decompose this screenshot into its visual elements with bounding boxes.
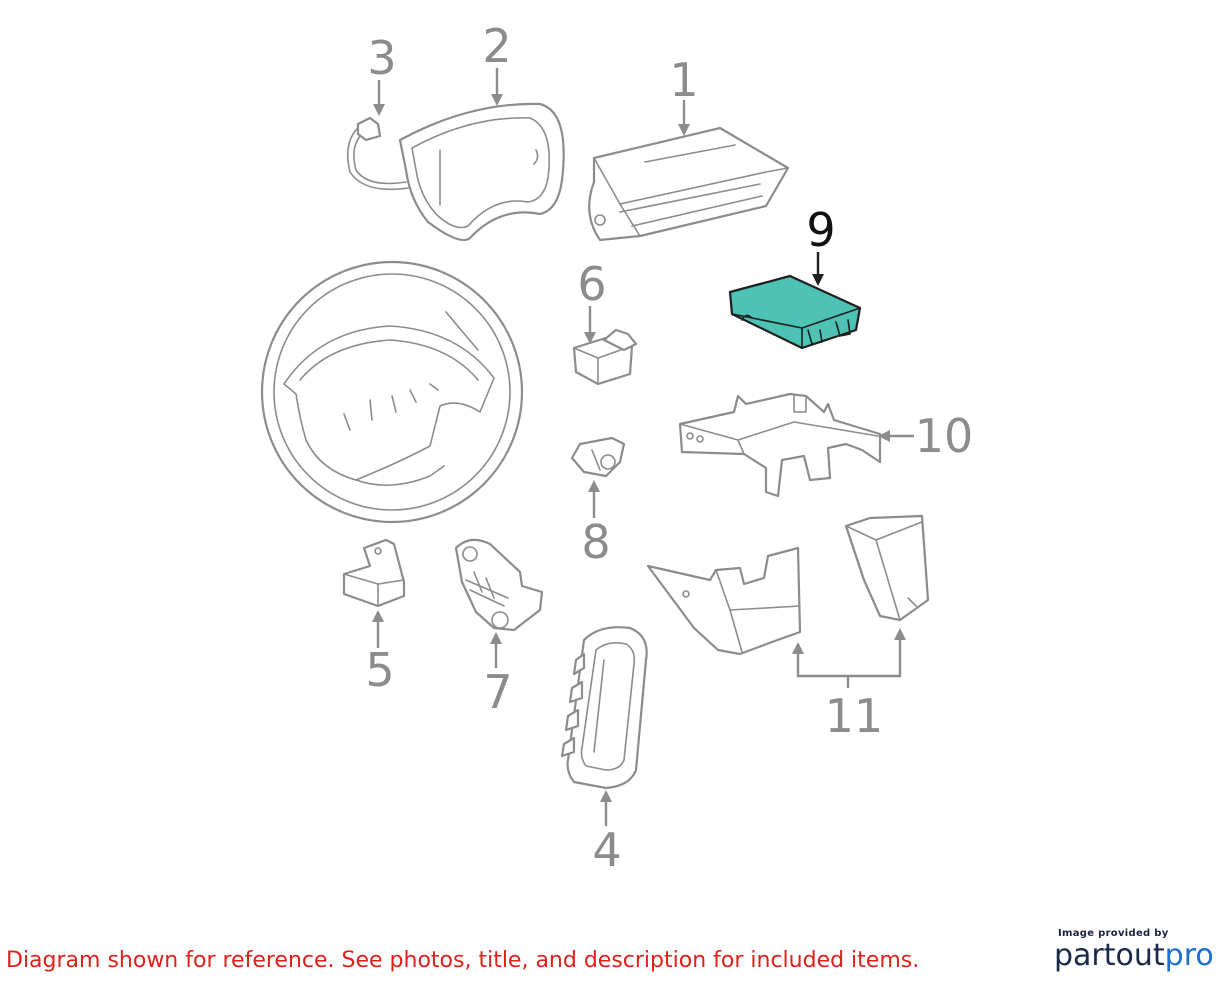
part-5-sensor — [342, 538, 406, 608]
callout-1: 1 — [669, 53, 698, 107]
brand-name-part2: pro — [1164, 938, 1214, 973]
callout-leaders — [372, 68, 914, 826]
callout-6: 6 — [577, 257, 606, 311]
callout-numbers: 1 2 3 9 6 8 10 5 7 4 11 — [365, 19, 973, 877]
part-6-sensor — [572, 328, 638, 386]
callout-7: 7 — [483, 665, 512, 719]
callout-3: 3 — [367, 31, 396, 85]
part-8-sensor — [570, 436, 626, 478]
part-11-brackets — [646, 514, 930, 656]
callout-8: 8 — [581, 515, 610, 569]
brand-logo: Image provided by partoutpro — [1054, 928, 1214, 973]
part-4-side-airbag — [560, 626, 648, 790]
steering-wheel — [260, 260, 524, 524]
callout-5: 5 — [365, 643, 394, 697]
brand-caption: Image provided by — [1058, 928, 1169, 939]
callout-9: 9 — [806, 203, 835, 257]
part-7-pretensioner — [454, 538, 544, 632]
callout-10: 10 — [915, 409, 974, 463]
disclaimer-text: Diagram shown for reference. See photos,… — [6, 948, 920, 973]
part-9-airbag-control-module — [728, 274, 862, 350]
part-10-bracket — [678, 392, 882, 498]
brand-name: partoutpro — [1054, 939, 1214, 973]
part-2-driver-airbag — [398, 102, 565, 242]
callout-11: 11 — [825, 689, 884, 743]
part-1-passenger-airbag — [588, 126, 790, 242]
brand-name-part1: partout — [1054, 938, 1165, 973]
part-3-clock-spring — [346, 116, 409, 191]
callout-2: 2 — [482, 19, 511, 73]
callout-4: 4 — [592, 823, 621, 877]
